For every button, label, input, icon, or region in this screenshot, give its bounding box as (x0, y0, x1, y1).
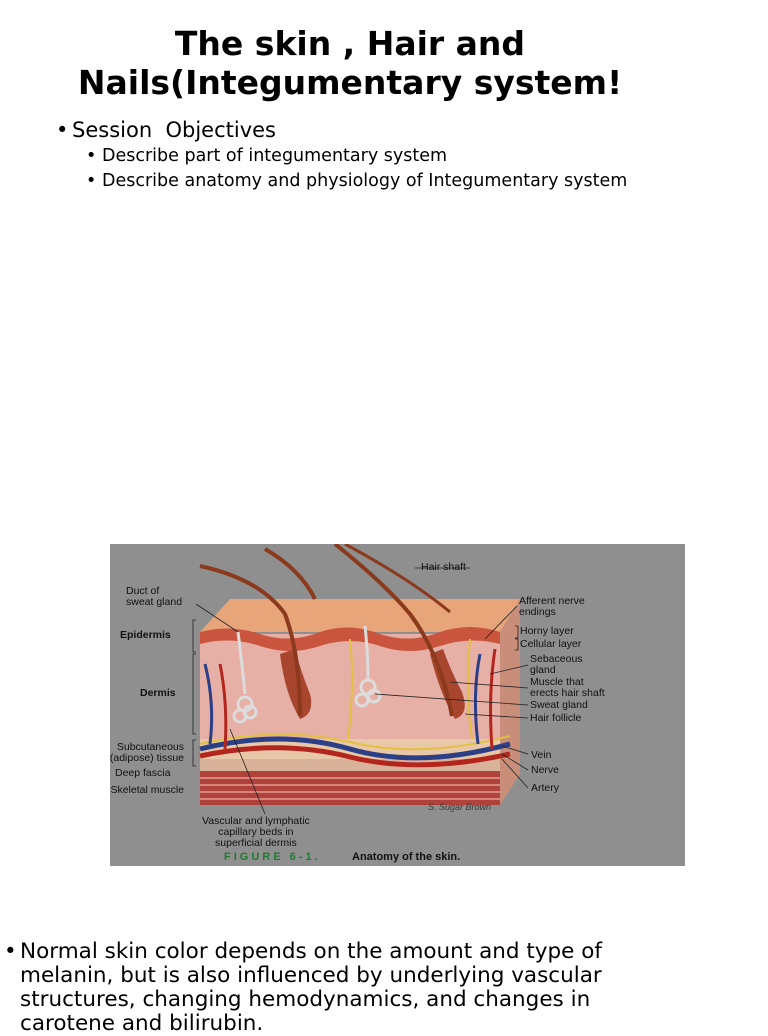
label-cellular-layer: Cellular layer (520, 638, 582, 650)
vein (199, 736, 511, 761)
bullet-icon: • (4, 939, 17, 964)
label-artery: Artery (531, 782, 560, 794)
artery-branch (489, 648, 497, 750)
label-subcutaneous-tissue: Subcutaneous (adipose) tissue (110, 741, 184, 764)
deep-fascia-layer (200, 759, 500, 771)
hair-shaft (344, 544, 451, 614)
artery (199, 745, 511, 768)
nerve-branch (347, 638, 354, 740)
nerve (199, 733, 511, 751)
paragraph-text: Normal skin color depends on the amount … (20, 939, 602, 1036)
label-muscle-erects-hair: Muscle that erects hair shaft (530, 676, 605, 699)
figure-caption: Anatomy of the skin. (352, 851, 461, 863)
leader-lines (195, 567, 529, 815)
skin-anatomy-figure: Hair shaft Duct of sweat gland Afferent … (110, 544, 685, 866)
label-sweat-gland: Sweat gland (530, 699, 588, 711)
objectives-list: • Session Objectives • Describe part of … (56, 116, 627, 194)
label-afferent-nerve: Afferent nerve endings (519, 595, 585, 618)
objective-text: Describe anatomy and physiology of Integ… (102, 171, 628, 191)
label-hair-shaft: Hair shaft (421, 561, 466, 573)
artery-branch (218, 663, 228, 750)
skeletal-muscle-layer (200, 771, 500, 805)
sweat-gland (232, 631, 258, 724)
objective-item: • Describe part of integumentary system (86, 144, 627, 169)
page-title: The skin , Hair and Nails(Integumentary … (77, 24, 623, 102)
label-dermis: Dermis (140, 687, 176, 699)
hair-shaft (199, 564, 302, 717)
label-vein: Vein (531, 749, 552, 761)
vein-branch (203, 663, 214, 745)
label-deep-fascia: Deep fascia (115, 767, 171, 779)
bullet-icon: • (86, 146, 97, 166)
label-skeletal-muscle: Skeletal muscle (110, 784, 184, 796)
figure-number: FIGURE 6-1. (224, 851, 321, 863)
label-nerve: Nerve (531, 764, 560, 776)
sweat-gland (354, 625, 382, 708)
label-horny-layer: Horny layer (520, 625, 574, 637)
skin-color-paragraph: • Normal skin color depends on the amoun… (4, 940, 654, 1036)
objectives-heading: Session Objectives (72, 118, 276, 142)
vein-branch (473, 653, 482, 745)
objectives-heading-item: • Session Objectives (56, 116, 627, 144)
skin-cross-section-illustration (192, 544, 529, 815)
illustrator-signature: S. Sugar Brown (428, 802, 492, 812)
hair-follicle (280, 649, 312, 719)
objective-item: • Describe anatomy and physiology of Int… (86, 169, 627, 194)
bullet-icon: • (56, 118, 69, 142)
layer-brackets (192, 619, 519, 767)
bullet-icon: • (86, 171, 97, 191)
label-sebaceous-gland: Sebaceous gland (530, 653, 583, 676)
label-duct-sweat-gland: Duct of sweat gland (126, 585, 183, 608)
hair-shaft (333, 544, 454, 717)
label-vascular-capillary-beds: Vascular and lymphatic capillary beds in… (202, 815, 310, 849)
label-epidermis: Epidermis (120, 629, 171, 641)
nerve-branch (466, 638, 473, 740)
skin-side-face (500, 599, 520, 805)
objective-text: Describe part of integumentary system (102, 146, 448, 166)
hair-shaft (264, 547, 317, 600)
label-hair-follicle: Hair follicle (530, 712, 582, 724)
